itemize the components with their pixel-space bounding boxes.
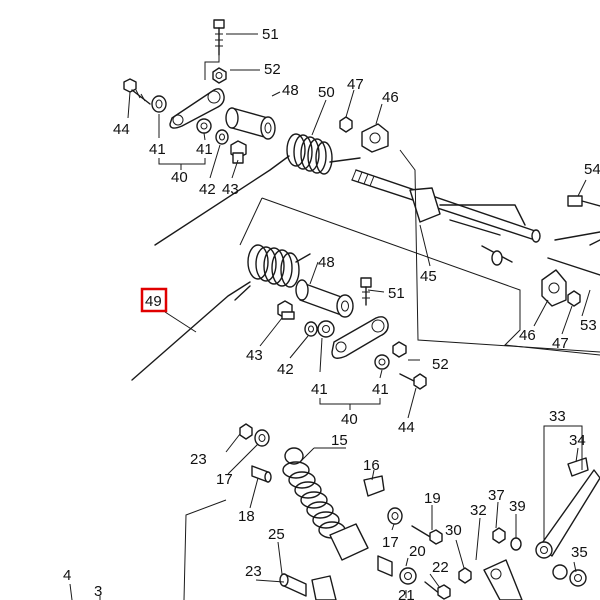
callout-44-top: 44 [113,121,130,138]
part-bolt-23-top [239,423,253,440]
part-bushing-48-top [225,107,276,140]
part-bolt-43-lower [277,300,295,320]
part-nut-30 [458,567,472,584]
callout-49-highlighted: 49 [145,293,162,310]
part-nut-52-lower [392,341,407,358]
part-shock-15 [282,447,369,561]
part-pin-20 [377,555,393,577]
callout-4: 4 [63,567,71,584]
part-collar-17-top [254,429,270,447]
callout-41-lower-left: 41 [311,381,328,398]
part-bracket-54 [547,195,600,276]
callout-22: 22 [432,559,449,576]
part-washer-42-lower [304,321,318,337]
part-washer-42-top [215,129,229,145]
callout-23-lower: 23 [245,563,262,580]
callout-37: 37 [488,487,505,504]
callout-labels: 51 52 48 50 47 46 44 41 41 40 42 43 54 4… [63,26,600,600]
callout-52-lower: 52 [432,356,449,373]
callout-48-top: 48 [282,82,299,99]
highlight-box-49 [140,287,168,313]
part-collar-41-top [151,95,167,113]
callout-25: 25 [268,526,285,543]
part-collar-41-lower-left [317,320,335,338]
callout-40-lower: 40 [341,411,358,428]
part-nut-32 [492,527,506,544]
part-spring-49 [131,244,311,381]
callout-19: 19 [424,490,441,507]
callout-42-lower: 42 [277,361,294,378]
callout-21: 21 [398,587,415,600]
callout-34: 34 [569,432,586,449]
callout-20: 20 [409,543,426,560]
part-arm-lower [483,559,523,600]
part-bracket-46-right [541,269,567,307]
callout-42-top: 42 [199,181,216,198]
group-outline-frame [239,149,600,356]
callout-41-top-left: 41 [149,141,166,158]
part-shock-33 [535,469,600,559]
callout-54: 54 [584,161,600,178]
leader-lines [69,33,591,600]
part-shaft-45 [351,169,541,266]
callout-35: 35 [571,544,588,561]
part-bracket-lower [311,575,337,600]
part-pin-18 [251,465,272,483]
callout-17-lower: 17 [382,534,399,551]
part-bolt-43-top [230,140,247,164]
part-bolt-44-lower [399,373,427,390]
callout-50: 50 [318,84,335,101]
part-cover-16 [363,475,385,497]
part-collar-41-top-right [196,118,212,134]
part-bolt-51-top [213,19,225,56]
callout-23-top: 23 [190,451,207,468]
callout-43-lower: 43 [246,347,263,364]
callout-30: 30 [445,522,462,539]
part-nut-47-top [339,116,353,133]
callout-53: 53 [580,317,597,334]
part-bracket-46-top [361,123,389,153]
part-arm-40-top [169,88,225,129]
part-bolt-22 [424,581,451,600]
part-pin-25 [279,573,307,597]
callout-15: 15 [331,432,348,449]
callout-39: 39 [509,498,526,515]
callout-47-lower: 47 [552,335,569,352]
part-bushing-48-lower [295,279,354,318]
part-collar-35 [552,564,587,587]
callout-33: 33 [549,408,566,425]
callout-40-top: 40 [171,169,188,186]
callout-32: 32 [470,502,487,519]
part-nut-52-top [212,67,227,84]
part-bolt-19 [411,525,443,545]
part-collar-21 [399,567,417,585]
callout-43-top: 43 [222,181,239,198]
callout-17-top: 17 [216,471,233,488]
part-collar-17-lower [387,507,403,525]
part-nut-47-right [567,290,581,307]
part-bolt-44-top [123,78,151,105]
part-spring-50 [154,133,361,246]
part-cover-34 [567,457,589,477]
callout-3: 3 [94,583,102,600]
part-bolt-51-lower [360,277,372,306]
callout-48-lower: 48 [318,254,335,271]
part-collar-41-lower-right [374,354,390,370]
callout-46-lower: 46 [519,327,536,344]
callout-47-top: 47 [347,76,364,93]
callout-51-top: 51 [262,26,279,43]
callout-16: 16 [363,457,380,474]
callout-52-top: 52 [264,61,281,78]
callout-18: 18 [238,508,255,525]
callout-45: 45 [420,268,437,285]
callout-44-lower: 44 [398,419,415,436]
callout-41-top-right: 41 [196,141,213,158]
callout-46-top: 46 [382,89,399,106]
callout-51-lower: 51 [388,285,405,302]
part-arm-40-lower [331,316,389,359]
part-washer-39 [510,537,522,551]
callout-41-lower-right: 41 [372,381,389,398]
